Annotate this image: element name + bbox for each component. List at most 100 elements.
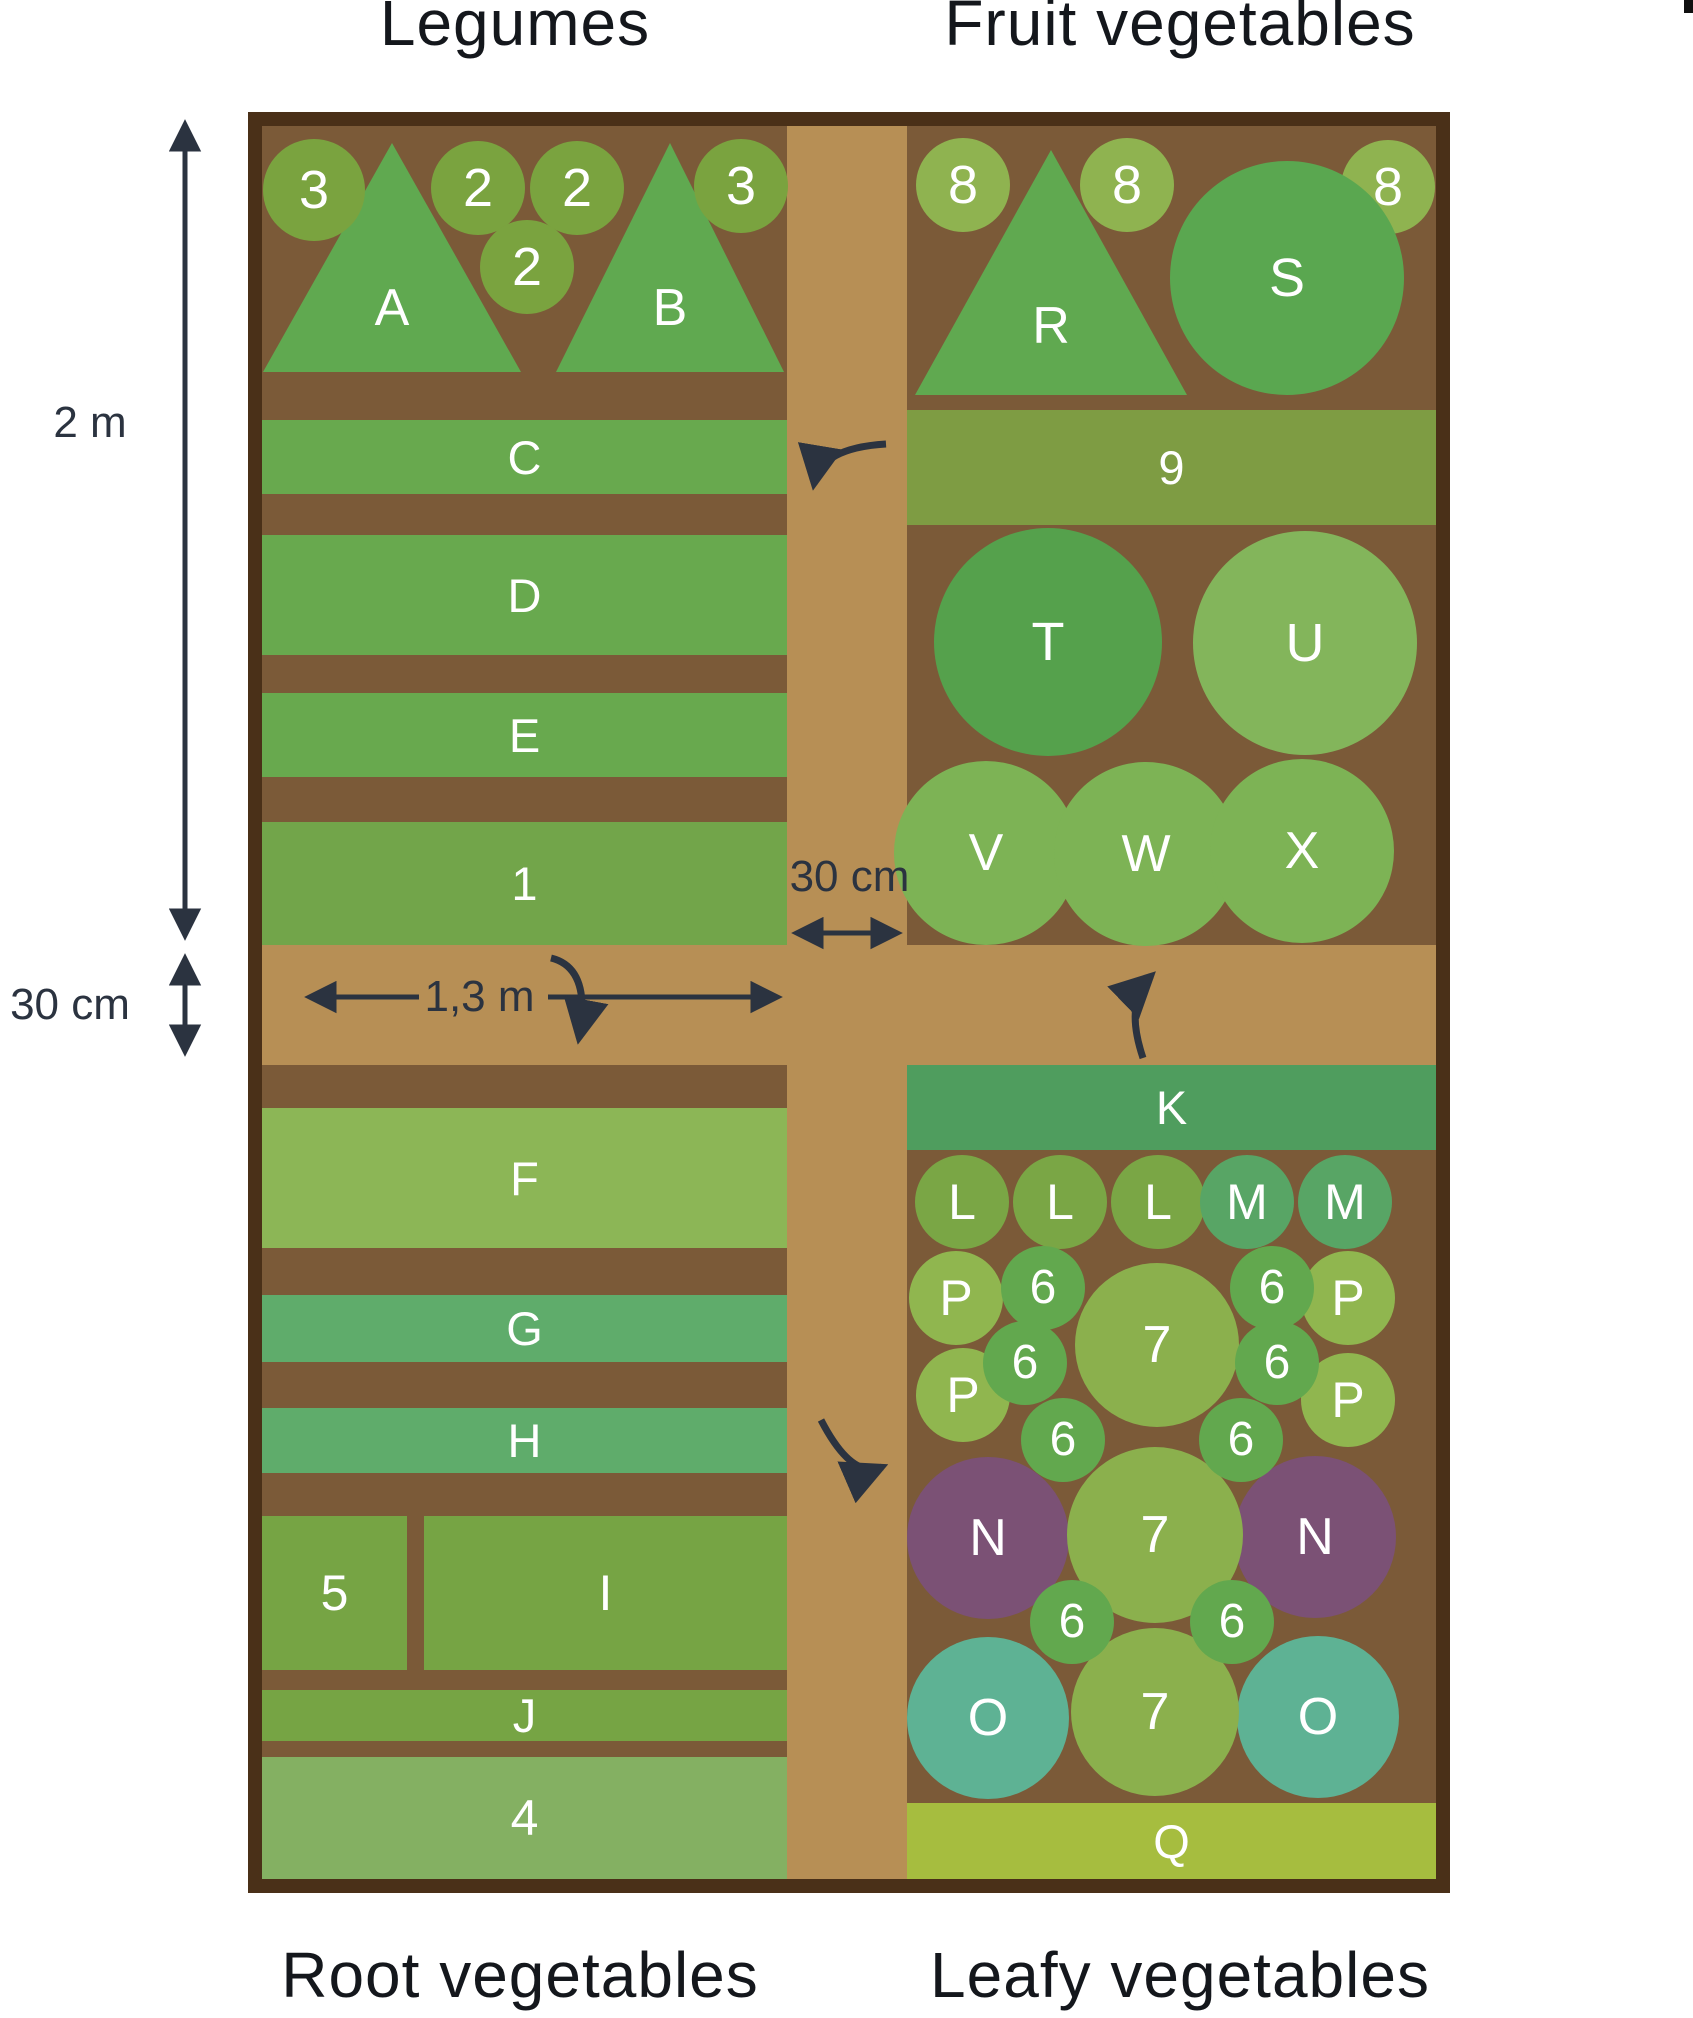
bed-height-label: 2 m xyxy=(53,398,127,447)
leafy-circle-7-top-label: 7 xyxy=(1142,1316,1172,1374)
leafy-band-k: K xyxy=(907,1065,1436,1150)
legumes-band-e: E xyxy=(262,693,787,777)
root-band-h-label: H xyxy=(507,1414,542,1467)
leafy-circle-6-b-label: 6 xyxy=(1258,1261,1286,1314)
fruit-circle-v: V xyxy=(894,761,1078,945)
root-band-f-label: F xyxy=(510,1151,539,1205)
legumes-circle-2-c: 2 xyxy=(480,220,574,314)
leafy-circle-m-2-label: M xyxy=(1324,1174,1366,1230)
legumes-circle-2-b: 2 xyxy=(530,141,624,235)
leafy-circle-o-left: O xyxy=(907,1637,1069,1799)
leafy-circle-o-right-label: O xyxy=(1297,1688,1339,1746)
leafy-circle-6-g-label: 6 xyxy=(1058,1595,1086,1648)
fruit-circle-8-mid: 8 xyxy=(1080,138,1174,232)
leafy-circle-l-2: L xyxy=(1013,1155,1107,1249)
leafy-circle-l-3: L xyxy=(1111,1155,1205,1249)
leafy-circle-6-e-label: 6 xyxy=(1049,1413,1077,1466)
fruit-circle-t-label: T xyxy=(1031,612,1065,672)
root-band-j-label: J xyxy=(512,1689,537,1742)
leafy-circle-n-left-label: N xyxy=(969,1509,1007,1567)
fruit-circle-8-left: 8 xyxy=(916,138,1010,232)
leafy-circle-m-2: M xyxy=(1298,1155,1392,1249)
leafy-circle-o-left-label: O xyxy=(967,1689,1009,1747)
fruit-triangle-r-label: R xyxy=(1032,297,1070,356)
root-block-i: I xyxy=(424,1516,787,1670)
leafy-circle-6-a: 6 xyxy=(1001,1246,1085,1330)
root-block-5: 5 xyxy=(262,1516,407,1670)
legumes-circle-2-b-label: 2 xyxy=(561,158,593,218)
root-band-4-label: 4 xyxy=(510,1790,539,1846)
title-legumes: Legumes xyxy=(379,0,651,59)
root-band-h: H xyxy=(262,1408,787,1473)
leafy-circle-l-1: L xyxy=(915,1155,1009,1249)
fruit-circle-8-mid-label: 8 xyxy=(1111,155,1143,215)
leafy-circle-m-1-label: M xyxy=(1226,1174,1268,1230)
leafy-circle-6-g: 6 xyxy=(1030,1580,1114,1664)
center-path-width-label: 30 cm xyxy=(789,852,910,901)
corner-artifact xyxy=(1684,0,1693,13)
root-band-g-label: G xyxy=(506,1302,543,1355)
root-band-f: F xyxy=(262,1108,787,1248)
leafy-circle-7-top: 7 xyxy=(1075,1263,1239,1427)
fruit-circle-u-label: U xyxy=(1285,613,1325,673)
fruit-circle-s: S xyxy=(1170,161,1404,395)
fruit-circle-u: U xyxy=(1193,531,1417,755)
legumes-circle-3-right-label: 3 xyxy=(725,156,757,216)
root-block-5-label: 5 xyxy=(320,1565,349,1621)
fruit-circle-v-label: V xyxy=(968,824,1004,882)
root-band-g: G xyxy=(262,1295,787,1362)
leafy-circle-6-f: 6 xyxy=(1199,1398,1283,1482)
leafy-band-q: Q xyxy=(907,1803,1436,1879)
fruit-circle-8-left-label: 8 xyxy=(947,155,979,215)
fruit-circle-t: T xyxy=(934,528,1162,756)
root-band-4: 4 xyxy=(262,1757,787,1879)
title-root-vegetables: Root vegetables xyxy=(281,1939,759,2011)
fruit-circle-x-label: X xyxy=(1284,822,1320,880)
leafy-circle-p-2: P xyxy=(1301,1251,1395,1345)
fruit-circle-w-label: W xyxy=(1121,825,1171,883)
leafy-band-k-label: K xyxy=(1155,1081,1188,1134)
legumes-circle-2-a: 2 xyxy=(431,141,525,235)
leafy-circle-o-right: O xyxy=(1237,1636,1399,1798)
leafy-circle-p-2-label: P xyxy=(1331,1270,1365,1326)
leafy-circle-p-4: P xyxy=(1301,1353,1395,1447)
fruit-band-9-label: 9 xyxy=(1158,441,1185,494)
title-fruit-vegetables: Fruit vegetables xyxy=(944,0,1416,59)
legumes-circle-3-left-label: 3 xyxy=(298,160,330,220)
legumes-band-d: D xyxy=(262,535,787,655)
leafy-circle-p-3-label: P xyxy=(946,1367,980,1423)
legumes-circle-3-left: 3 xyxy=(263,139,365,241)
legumes-band-d-label: D xyxy=(507,568,542,622)
title-leafy-vegetables: Leafy vegetables xyxy=(930,1939,1430,2011)
legumes-circle-3-right: 3 xyxy=(694,139,788,233)
leafy-circle-p-4-label: P xyxy=(1331,1372,1365,1428)
leafy-circle-p-1-label: P xyxy=(939,1270,973,1326)
horizontal-path xyxy=(262,945,1436,1065)
legumes-circle-2-c-label: 2 xyxy=(511,237,543,297)
legumes-band-1: 1 xyxy=(262,822,787,945)
legumes-band-c-label: C xyxy=(507,430,542,484)
leafy-circle-6-c: 6 xyxy=(983,1321,1067,1405)
left-path-width-label: 30 cm xyxy=(10,980,130,1029)
root-band-j: J xyxy=(262,1690,787,1741)
legumes-circle-2-a-label: 2 xyxy=(462,158,494,218)
bed-width-label: 1,3 m xyxy=(424,972,535,1021)
leafy-circle-6-d-label: 6 xyxy=(1263,1336,1291,1389)
leafy-circle-p-1: P xyxy=(909,1251,1003,1345)
legumes-band-e-label: E xyxy=(508,708,541,762)
leafy-circle-7-mid-label: 7 xyxy=(1140,1506,1170,1564)
leafy-circle-7-bottom-label: 7 xyxy=(1140,1683,1170,1741)
leafy-circle-6-h-label: 6 xyxy=(1218,1595,1246,1648)
legumes-triangle-b-label: B xyxy=(652,278,688,337)
leafy-circle-6-c-label: 6 xyxy=(1011,1336,1039,1389)
leafy-circle-6-h: 6 xyxy=(1190,1580,1274,1664)
leafy-circle-n-right-label: N xyxy=(1296,1508,1334,1566)
leafy-circle-6-a-label: 6 xyxy=(1029,1261,1057,1314)
fruit-circle-s-label: S xyxy=(1268,248,1306,308)
leafy-circle-6-d: 6 xyxy=(1235,1321,1319,1405)
legumes-triangle-a-label: A xyxy=(374,278,410,337)
leafy-circle-6-e: 6 xyxy=(1021,1398,1105,1482)
leafy-circle-l-1-label: L xyxy=(948,1174,976,1230)
